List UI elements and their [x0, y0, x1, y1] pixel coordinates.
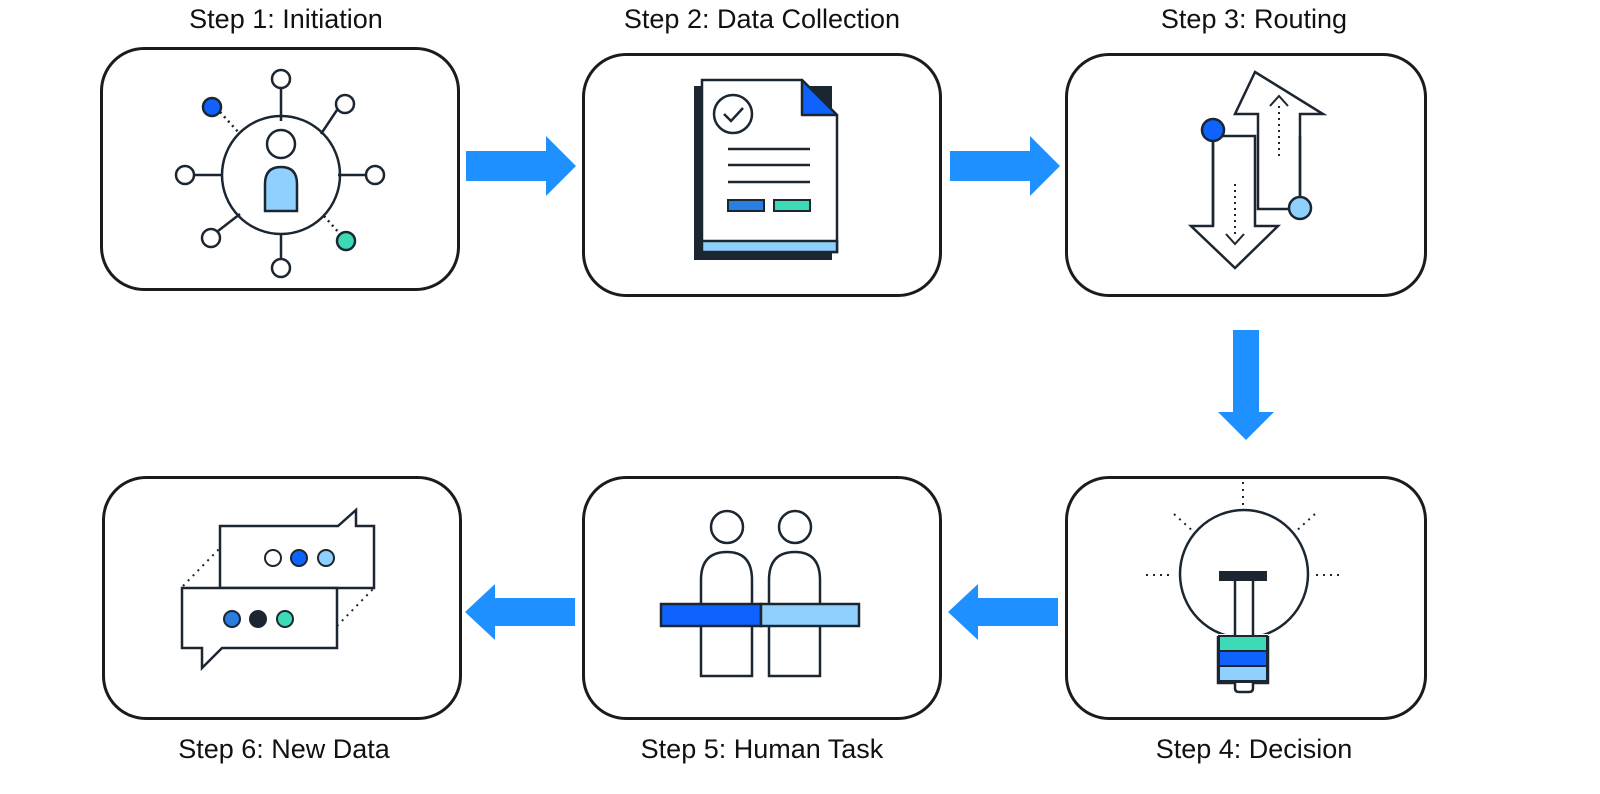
document-check-icon	[694, 78, 839, 260]
step-6-label: Step 6: New Data	[178, 734, 390, 764]
up-down-arrows-icon	[1187, 70, 1328, 270]
step-5-label: Step 5: Human Task	[640, 734, 884, 764]
arrow-step1-to-step2	[466, 136, 576, 196]
arrow-step3-to-step4	[1218, 330, 1274, 440]
arrow-step2-to-step3	[950, 136, 1060, 196]
step-2-label: Step 2: Data Collection	[623, 4, 901, 34]
step-4-label: Step 4: Decision	[1155, 734, 1353, 764]
person-network-icon	[174, 68, 386, 279]
step-3-label: Step 3: Routing	[1160, 4, 1348, 34]
chat-bubbles-icon	[180, 507, 376, 672]
two-people-icon	[659, 509, 861, 678]
arrow-step4-to-step5	[948, 584, 1058, 640]
step-5-box	[582, 476, 942, 720]
arrow-step5-to-step6	[465, 584, 575, 640]
step-1-label: Step 1: Initiation	[189, 4, 383, 34]
lightbulb-icon	[1146, 482, 1344, 694]
